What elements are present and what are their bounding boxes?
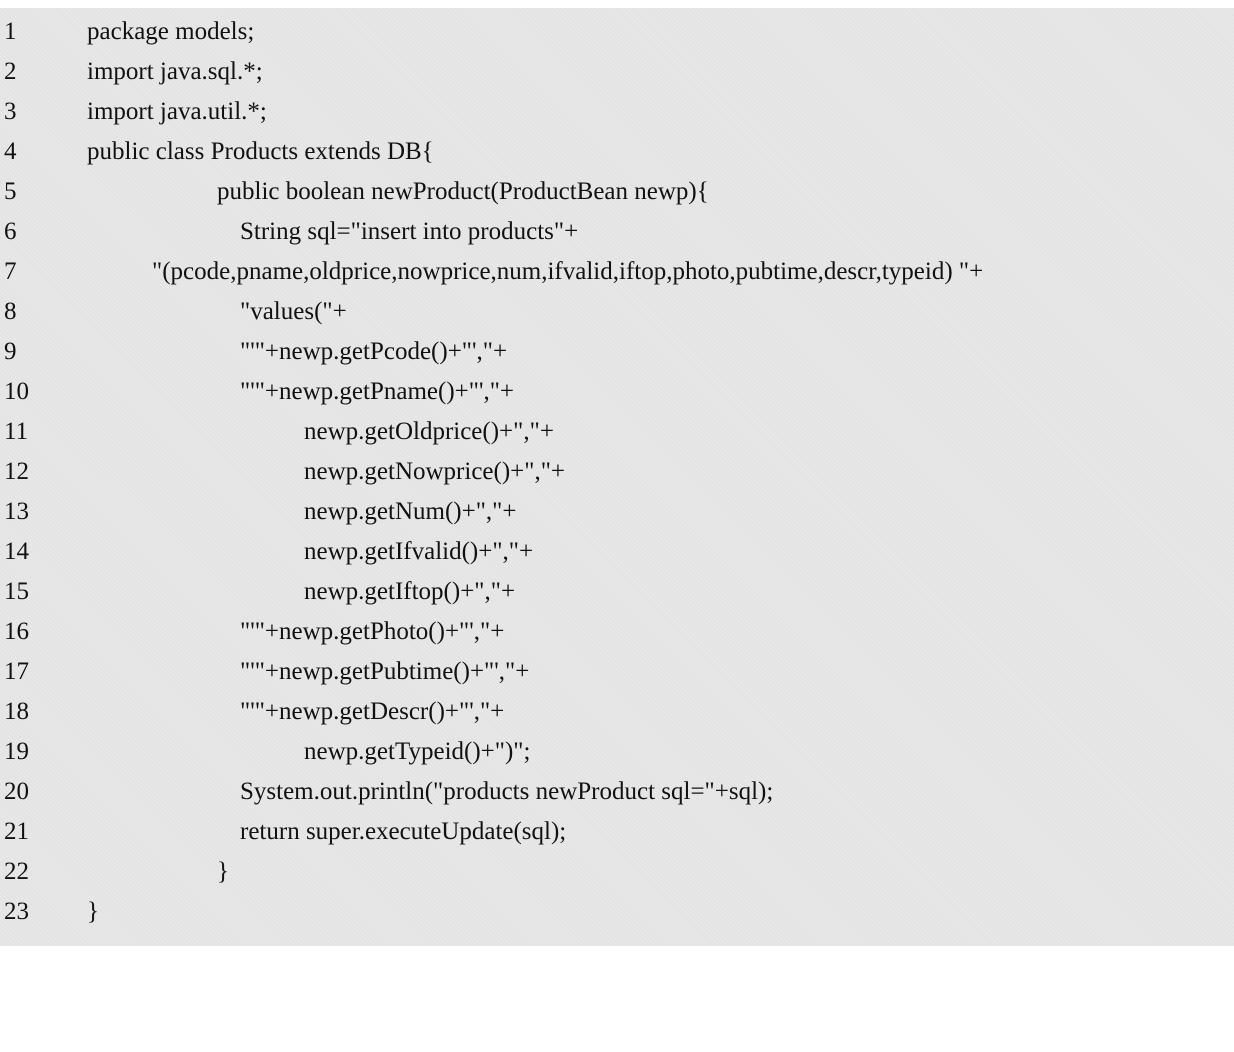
line-number: 18 <box>4 698 29 725</box>
code-line: 3 import java.util.*; <box>0 92 1234 132</box>
line-code: newp.getIftop()+","+ <box>304 578 516 605</box>
line-code: return super.executeUpdate(sql); <box>240 818 567 845</box>
code-line: 4 public class Products extends DB{ <box>0 132 1234 172</box>
code-listing: 1 package models; 2 import java.sql.*; 3… <box>0 8 1234 946</box>
code-line: 7 "(pcode,pname,oldprice,nowprice,num,if… <box>0 252 1234 292</box>
line-number: 9 <box>4 338 17 365</box>
line-code: public class Products extends DB{ <box>87 138 434 165</box>
line-number: 10 <box>4 378 29 405</box>
line-code: "'"+newp.getPubtime()+"',"+ <box>240 658 530 685</box>
line-number: 16 <box>4 618 29 645</box>
line-code: import java.sql.*; <box>87 58 263 85</box>
line-number: 3 <box>4 98 17 125</box>
line-number: 22 <box>4 858 29 885</box>
line-code: public boolean newProduct(ProductBean ne… <box>217 178 709 205</box>
code-line: 9 "'"+newp.getPcode()+"',"+ <box>0 332 1234 372</box>
line-code: } <box>217 858 229 885</box>
code-line: 23 } <box>0 892 1234 932</box>
line-code: "'"+newp.getPname()+"',"+ <box>240 378 515 405</box>
line-number: 11 <box>4 418 29 445</box>
line-number: 8 <box>4 298 17 325</box>
line-number: 12 <box>4 458 29 485</box>
line-code: System.out.println("products newProduct … <box>240 778 774 805</box>
line-code: newp.getNowprice()+","+ <box>304 458 566 485</box>
line-code: newp.getTypeid()+")"; <box>304 738 531 765</box>
line-number: 20 <box>4 778 29 805</box>
line-code: "(pcode,pname,oldprice,nowprice,num,ifva… <box>152 258 984 285</box>
line-number: 19 <box>4 738 29 765</box>
code-line: 10 "'"+newp.getPname()+"',"+ <box>0 372 1234 412</box>
line-code: "'"+newp.getDescr()+"',"+ <box>240 698 505 725</box>
line-number: 23 <box>4 898 29 925</box>
top-margin <box>0 0 1234 8</box>
line-number: 13 <box>4 498 29 525</box>
code-line: 19 newp.getTypeid()+")"; <box>0 732 1234 772</box>
line-number: 14 <box>4 538 29 565</box>
code-line: 21 return super.executeUpdate(sql); <box>0 812 1234 852</box>
code-line: 16 "'"+newp.getPhoto()+"',"+ <box>0 612 1234 652</box>
line-code: String sql="insert into products"+ <box>240 218 579 245</box>
line-number: 4 <box>4 138 17 165</box>
line-number: 1 <box>4 18 17 45</box>
code-line: 17 "'"+newp.getPubtime()+"',"+ <box>0 652 1234 692</box>
line-code: newp.getNum()+","+ <box>304 498 517 525</box>
line-number: 7 <box>4 258 17 285</box>
line-code: newp.getIfvalid()+","+ <box>304 538 534 565</box>
line-code: newp.getOldprice()+","+ <box>304 418 554 445</box>
line-code: } <box>87 898 99 925</box>
line-code: import java.util.*; <box>87 98 267 125</box>
code-line: 8 "values("+ <box>0 292 1234 332</box>
line-code: "values("+ <box>240 298 347 325</box>
code-line: 1 package models; <box>0 12 1234 52</box>
line-code: "'"+newp.getPhoto()+"',"+ <box>240 618 505 645</box>
line-number: 2 <box>4 58 17 85</box>
line-code: "'"+newp.getPcode()+"',"+ <box>240 338 508 365</box>
code-line: 18 "'"+newp.getDescr()+"',"+ <box>0 692 1234 732</box>
line-number: 5 <box>4 178 17 205</box>
line-number: 6 <box>4 218 17 245</box>
code-line: 11 newp.getOldprice()+","+ <box>0 412 1234 452</box>
line-number: 15 <box>4 578 29 605</box>
line-code: package models; <box>87 18 255 45</box>
code-line: 2 import java.sql.*; <box>0 52 1234 92</box>
code-line: 5 public boolean newProduct(ProductBean … <box>0 172 1234 212</box>
line-number: 21 <box>4 818 29 845</box>
code-line: 22 } <box>0 852 1234 892</box>
line-number: 17 <box>4 658 29 685</box>
code-line: 20 System.out.println("products newProdu… <box>0 772 1234 812</box>
code-line: 6 String sql="insert into products"+ <box>0 212 1234 252</box>
code-line: 15 newp.getIftop()+","+ <box>0 572 1234 612</box>
code-line: 14 newp.getIfvalid()+","+ <box>0 532 1234 572</box>
code-line: 13 newp.getNum()+","+ <box>0 492 1234 532</box>
code-line: 12 newp.getNowprice()+","+ <box>0 452 1234 492</box>
